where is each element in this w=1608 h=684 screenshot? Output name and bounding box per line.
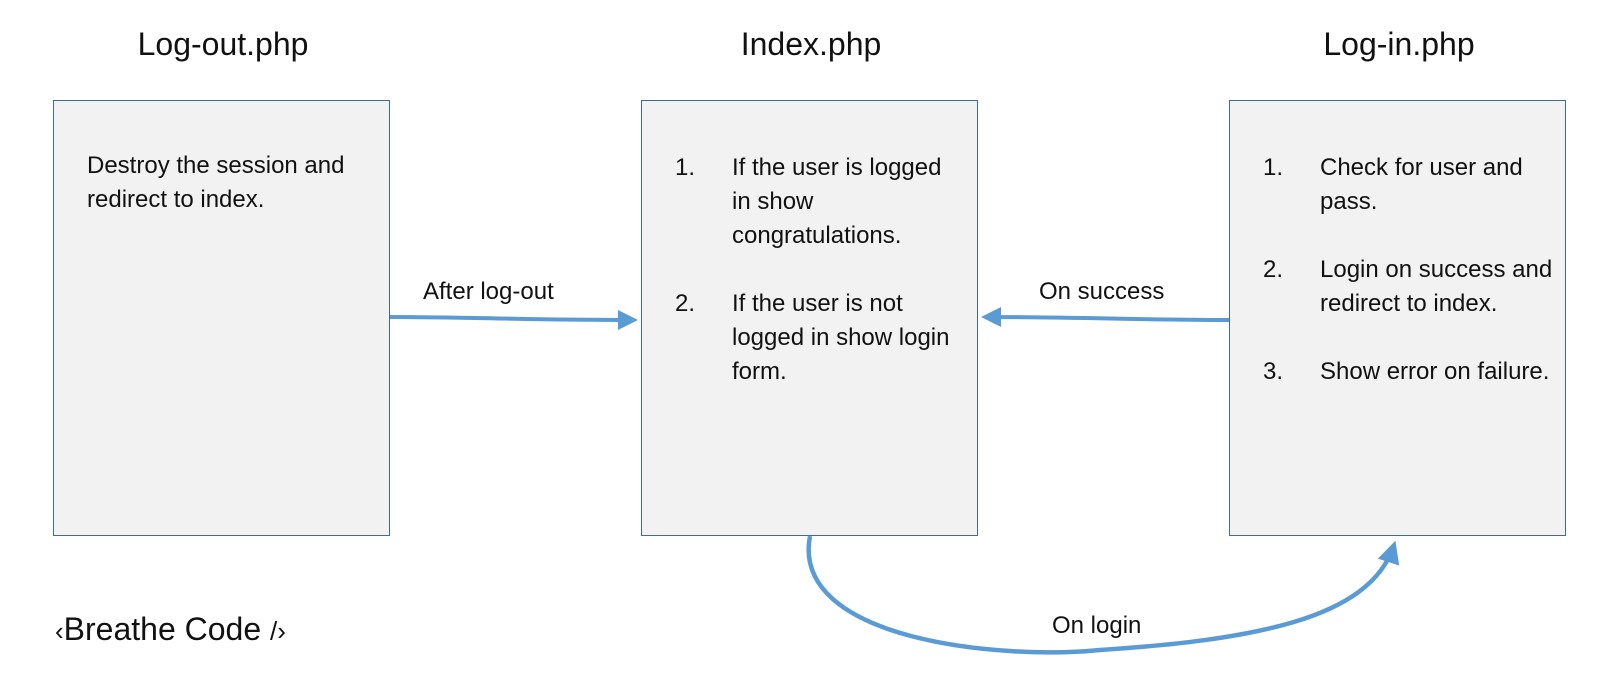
step-number: 1. (1263, 154, 1284, 181)
login-step: 2. Login on success and redirect to inde… (1263, 253, 1553, 321)
login-page-title: Log-in.php (1323, 26, 1475, 62)
step-number: 2. (675, 290, 696, 317)
logout-page-title: Log-out.php (137, 26, 309, 62)
step-text: Check for user and pass. (1320, 154, 1523, 215)
arrow-on-success (981, 307, 1230, 328)
login-step: 3. Show error on failure. (1263, 355, 1553, 389)
brand-name: Breathe Code (63, 611, 262, 647)
edge-label-on-success: On success (1039, 278, 1165, 305)
arrow-on-login (806, 535, 1400, 655)
login-steps: 1. Check for user and pass. 2. Login on … (1263, 151, 1553, 423)
brand-logo: ‹Breathe Code /› (55, 609, 286, 651)
step-number: 3. (1263, 358, 1284, 385)
index-box: 1. If the user is logged in show congrat… (641, 100, 978, 536)
edge-label-after-logout: After log-out (423, 278, 554, 305)
login-step: 1. Check for user and pass. (1263, 151, 1553, 219)
brand-open-bracket: ‹ (55, 616, 64, 646)
edge-label-on-login: On login (1052, 612, 1142, 639)
step-number: 1. (675, 154, 696, 181)
logout-box: Destroy the session and redirect to inde… (53, 100, 390, 536)
index-page-title: Index.php (740, 26, 882, 62)
brand-close-bracket: /› (270, 616, 286, 646)
step-text: Login on success and redirect to index. (1320, 256, 1553, 317)
index-steps: 1. If the user is logged in show congrat… (675, 151, 965, 423)
login-box: 1. Check for user and pass. 2. Login on … (1229, 100, 1566, 536)
step-number: 2. (1263, 256, 1284, 283)
step-text: If the user is not logged in show login … (732, 290, 950, 385)
step-text: Show error on failure. (1320, 358, 1550, 385)
index-step: 1. If the user is logged in show congrat… (675, 151, 965, 253)
logout-description: Destroy the session and redirect to inde… (87, 152, 345, 213)
arrow-after-logout (389, 309, 638, 330)
step-text: If the user is logged in show congratula… (732, 154, 942, 249)
index-step: 2. If the user is not logged in show log… (675, 287, 965, 389)
